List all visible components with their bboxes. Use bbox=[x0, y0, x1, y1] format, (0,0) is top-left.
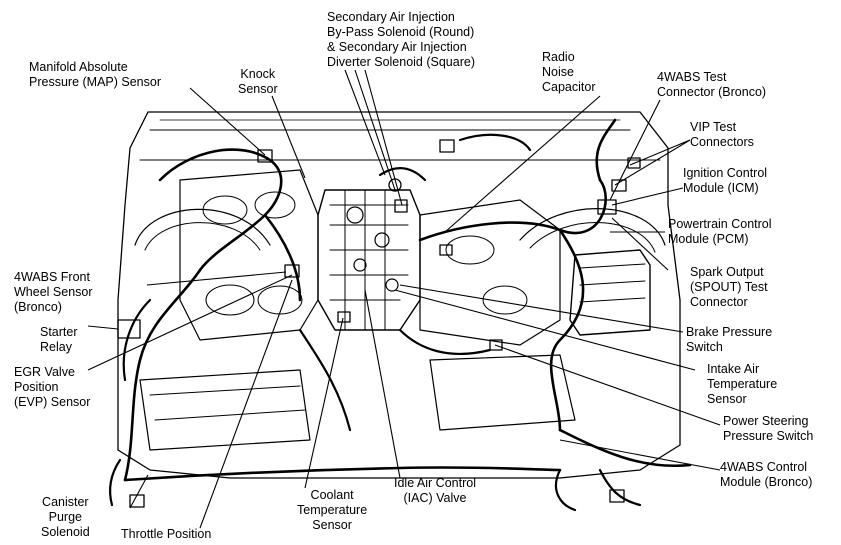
wiring-harness bbox=[158, 148, 283, 272]
label-power-steering-pressure-switch: Power Steering Pressure Switch bbox=[723, 414, 814, 443]
label-brake-pressure-switch: Brake Pressure Switch bbox=[686, 325, 773, 354]
right-wheel-well bbox=[519, 208, 666, 246]
label-coolant-temperature-sensor: Coolant Temperature Sensor bbox=[297, 488, 368, 532]
label-throttle-position: Throttle Position bbox=[121, 527, 212, 541]
lower-panel bbox=[139, 369, 311, 451]
label-4wabs-front-wheel-sensor: 4WABS Front Wheel Sensor (Bronco) bbox=[14, 270, 93, 314]
right-lower-panel bbox=[429, 354, 576, 431]
right-cylinder-bank bbox=[419, 199, 561, 346]
pcm-box bbox=[569, 249, 651, 336]
label-4wabs-test-connector: 4WABS Test Connector (Bronco) bbox=[657, 70, 767, 99]
label-spark-output-test-connector: Spark Output (SPOUT) Test Connector bbox=[690, 265, 768, 309]
label-secondary-air-solenoids: Secondary Air Injection By-Pass Solenoid… bbox=[327, 10, 475, 69]
label-canister-purge-solenoid: Canister Purge Solenoid bbox=[41, 495, 90, 539]
left-wheel-well bbox=[134, 208, 271, 246]
label-map-sensor: Manifold Absolute Pressure (MAP) Sensor bbox=[29, 60, 161, 89]
label-radio-noise-capacitor: Radio Noise Capacitor bbox=[542, 50, 596, 94]
label-idle-air-control-valve: Idle Air Control (IAC) Valve bbox=[394, 476, 476, 505]
label-starter-relay: Starter Relay bbox=[40, 325, 78, 354]
left-cylinder-bank bbox=[179, 169, 319, 341]
label-egr-valve-position-sensor: EGR Valve Position (EVP) Sensor bbox=[14, 365, 91, 409]
firewall-outline bbox=[117, 111, 681, 479]
label-powertrain-control-module: Powertrain Control Module (PCM) bbox=[668, 217, 772, 246]
label-intake-air-temperature-sensor: Intake Air Temperature Sensor bbox=[707, 362, 778, 406]
label-ignition-control-module: Ignition Control Module (ICM) bbox=[683, 166, 768, 195]
label-knock-sensor: Knock Sensor bbox=[238, 67, 278, 96]
label-vip-test-connectors: VIP Test Connectors bbox=[690, 120, 754, 149]
label-4wabs-control-module: 4WABS Control Module (Bronco) bbox=[720, 460, 813, 489]
leader-lines bbox=[87, 69, 721, 529]
